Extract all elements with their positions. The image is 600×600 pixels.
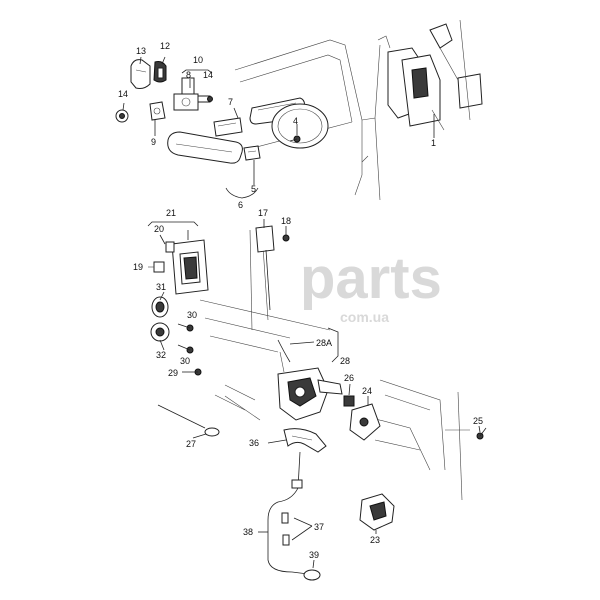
lock-cap-inner [153, 61, 167, 83]
outside-door-handle [167, 131, 243, 164]
seal-8 [213, 117, 243, 137]
callout-38: 38 [243, 527, 253, 537]
callout-23: 23 [370, 535, 380, 545]
callout-1: 1 [431, 138, 436, 148]
watermark-domain: com.ua [340, 309, 389, 325]
buffer-31 [151, 296, 169, 318]
bolt-30a [177, 323, 194, 332]
bowden-cable [267, 451, 321, 581]
lock-cylinder-cap [130, 59, 151, 89]
callout-8: 8 [186, 70, 191, 80]
callout-37: 37 [314, 522, 324, 532]
callout-36: 36 [249, 438, 259, 448]
callout-30-lower: 30 [180, 356, 190, 366]
callout-5: 5 [251, 184, 256, 194]
clip-19 [148, 261, 165, 273]
latch-24 [349, 403, 381, 441]
callout-14-left: 14 [118, 89, 128, 99]
release-rod [157, 404, 220, 437]
callout-25: 25 [473, 416, 483, 426]
callout-13: 13 [136, 46, 146, 56]
buffer-32 [150, 322, 170, 342]
callout-28a: 28A [316, 338, 332, 348]
bolt-25 [476, 427, 487, 440]
callout-24: 24 [362, 386, 372, 396]
seal-5 [243, 145, 261, 161]
lock-cylinder [173, 77, 213, 111]
callout-32: 32 [156, 350, 166, 360]
callout-9: 9 [151, 137, 156, 147]
clip-20 [165, 241, 175, 253]
callout-21: 21 [166, 208, 176, 218]
leader-lines [122, 56, 481, 569]
callout-14-upper: 14 [203, 70, 213, 80]
callout-12: 12 [160, 41, 170, 51]
round-cover [271, 103, 329, 149]
bolt-29 [182, 368, 202, 376]
callout-29: 29 [168, 368, 178, 378]
callout-17: 17 [258, 208, 268, 218]
callout-39: 39 [309, 550, 319, 560]
callout-4: 4 [293, 116, 298, 126]
striker-plate-23 [359, 493, 395, 531]
callout-labels: 1 4 5 6 7 8 9 10 12 13 14 14 17 18 19 20… [118, 41, 483, 560]
callout-7: 7 [228, 97, 233, 107]
door-lock-mechanism [277, 339, 343, 421]
callout-30-upper: 30 [187, 310, 197, 320]
watermark-brand: parts [300, 246, 442, 311]
inner-handle-housing [171, 239, 209, 295]
callout-31: 31 [156, 282, 166, 292]
bolt-30b [177, 344, 194, 354]
control-rod [255, 225, 290, 311]
upper-lock-assembly [377, 19, 483, 131]
callout-10: 10 [193, 55, 203, 65]
callout-6: 6 [238, 200, 243, 210]
callout-28: 28 [340, 356, 350, 366]
callout-18: 18 [281, 216, 291, 226]
clip-26 [343, 395, 355, 407]
callout-19: 19 [133, 262, 143, 272]
callout-20: 20 [154, 224, 164, 234]
screw-4 [289, 135, 301, 143]
callout-26: 26 [344, 373, 354, 383]
lock-seal [149, 101, 166, 121]
callout-27: 27 [186, 439, 196, 449]
bracket-36 [283, 428, 327, 453]
nut-14 [115, 109, 129, 123]
